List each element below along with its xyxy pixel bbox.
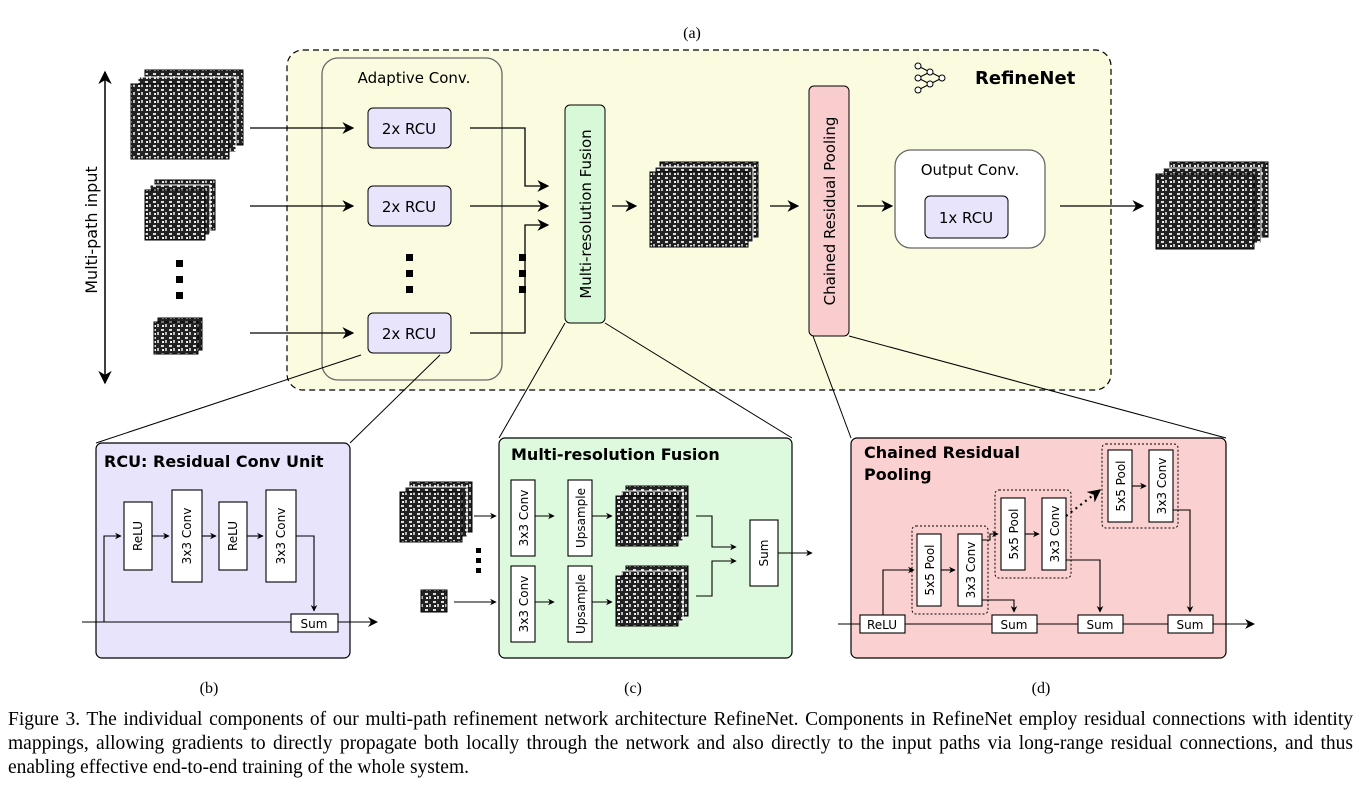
crp-stage-1-group bbox=[911, 525, 989, 615]
rcu-to-fusion-arrows bbox=[470, 127, 550, 334]
crp-sum-1-label: Sum bbox=[1001, 618, 1028, 632]
rcu-relu-2-label: ReLU bbox=[226, 521, 240, 551]
rcu-block-3-label: 2x RCU bbox=[382, 325, 436, 343]
output-image bbox=[1155, 161, 1269, 250]
mrf-input-image-large bbox=[399, 481, 473, 543]
mrf-conv-2 bbox=[510, 565, 536, 643]
crp-pool-3 bbox=[1107, 449, 1133, 523]
input-image-medium bbox=[144, 179, 216, 241]
figure-caption: Figure 3. The individual components of o… bbox=[8, 708, 1353, 780]
crp-sum-3-label: Sum bbox=[1177, 618, 1204, 632]
input-ellipsis bbox=[176, 260, 183, 299]
crp-chain-dotted-arrow bbox=[1065, 489, 1102, 517]
crp-conv-2 bbox=[1041, 497, 1067, 571]
crp-stage-2-group bbox=[994, 489, 1072, 579]
mrf-conv-1-label: 3x3 Conv bbox=[517, 490, 531, 547]
mrf-upsample-2 bbox=[567, 565, 593, 643]
neural-net-icon bbox=[914, 62, 946, 94]
crp-panel-title-line1: Chained Residual bbox=[864, 443, 1020, 462]
crp-conv-3 bbox=[1148, 449, 1174, 523]
rcu-block-3: 2x RCU bbox=[367, 312, 452, 354]
mrf-input-image-small bbox=[420, 589, 448, 613]
label-c: (c) bbox=[624, 680, 642, 697]
mrf-conv-1 bbox=[510, 479, 536, 557]
mrf-upsample-1 bbox=[567, 479, 593, 557]
zoom-connectors bbox=[95, 322, 1227, 444]
mrf-panel-title: Multi-resolution Fusion bbox=[511, 445, 720, 464]
rcu-sum-label: Sum bbox=[301, 617, 328, 631]
output-conv-label: Output Conv. bbox=[921, 161, 1020, 179]
multi-path-input-label: Multi-path input bbox=[82, 166, 101, 294]
rcu-sum bbox=[290, 613, 339, 633]
output-rcu-label: 1x RCU bbox=[939, 209, 993, 227]
mrf-conv-2-label: 3x3 Conv bbox=[517, 576, 531, 633]
crp-pool-3-label: 5x5 Pool bbox=[1114, 460, 1128, 511]
mrf-upsampled-image-2 bbox=[615, 565, 689, 627]
mrf-upsample-2-label: Upsample bbox=[574, 574, 588, 634]
fusion-input-ellipsis bbox=[519, 254, 526, 293]
input-image-large bbox=[130, 69, 244, 160]
refinenet-title: RefineNet bbox=[975, 68, 1076, 89]
crp-sum-2-label: Sum bbox=[1087, 618, 1114, 632]
adaptive-conv-label: Adaptive Conv. bbox=[358, 69, 471, 87]
mrf-upsample-1-label: Upsample bbox=[574, 488, 588, 548]
output-rcu-block bbox=[924, 195, 1009, 239]
figure-caption-text: Figure 3. The individual components of o… bbox=[8, 709, 1353, 778]
refinenet-diagram: (a) RefineNet Multi-path input Adaptive … bbox=[82, 25, 1269, 697]
input-image-small bbox=[153, 317, 203, 355]
crp-conv-3-label: 3x3 Conv bbox=[1155, 458, 1169, 515]
mrf-upsampled-image-1 bbox=[615, 485, 689, 547]
label-b: (b) bbox=[200, 680, 219, 697]
crp-block-label: Chained Residual Pooling bbox=[821, 117, 839, 306]
mrf-block-label: Multi-resolution Fusion bbox=[577, 129, 595, 298]
rcu-relu-1-label: ReLU bbox=[131, 521, 145, 551]
label-d: (d) bbox=[1032, 680, 1051, 697]
crp-conv-1-label: 3x3 Conv bbox=[964, 542, 978, 599]
mrf-input-ellipsis bbox=[476, 548, 481, 573]
rcu-block-1: 2x RCU bbox=[367, 107, 452, 149]
rcu-conv-2 bbox=[265, 489, 297, 583]
rcu-block-2-label: 2x RCU bbox=[382, 198, 436, 216]
crp-panel-title-line2: Pooling bbox=[864, 465, 932, 484]
crp-pool-1-label: 5x5 Pool bbox=[923, 544, 937, 595]
rcu-relu-2 bbox=[218, 501, 248, 571]
rcu-block-2: 2x RCU bbox=[367, 185, 452, 227]
crp-panel-arrows bbox=[838, 482, 1255, 629]
rcu-panel-arrows bbox=[82, 532, 378, 627]
mrf-sum-label: Sum bbox=[757, 540, 771, 567]
crp-stage-3-group bbox=[1101, 443, 1179, 529]
rcu-block-1-label: 2x RCU bbox=[382, 120, 436, 138]
rcu-conv-2-label: 3x3 Conv bbox=[274, 508, 288, 565]
rcu-panel-title: RCU: Residual Conv Unit bbox=[104, 452, 324, 471]
rcu-conv-1-label: 3x3 Conv bbox=[180, 508, 194, 565]
multi-resolution-fusion-block bbox=[564, 104, 606, 324]
crp-conv-2-label: 3x3 Conv bbox=[1048, 506, 1062, 563]
label-a: (a) bbox=[683, 25, 701, 42]
crp-conv-1 bbox=[957, 533, 983, 607]
adaptive-conv-block bbox=[321, 57, 503, 381]
rcu-ellipsis bbox=[406, 254, 413, 293]
crp-pool-2-label: 5x5 Pool bbox=[1007, 508, 1021, 559]
mrf-panel-arrows bbox=[454, 512, 813, 606]
crp-relu-label: ReLU bbox=[867, 618, 897, 632]
input-arrows bbox=[250, 122, 355, 339]
fused-feature-image bbox=[649, 161, 759, 248]
rcu-conv-1 bbox=[171, 489, 203, 583]
chained-residual-pooling-block bbox=[808, 85, 850, 337]
